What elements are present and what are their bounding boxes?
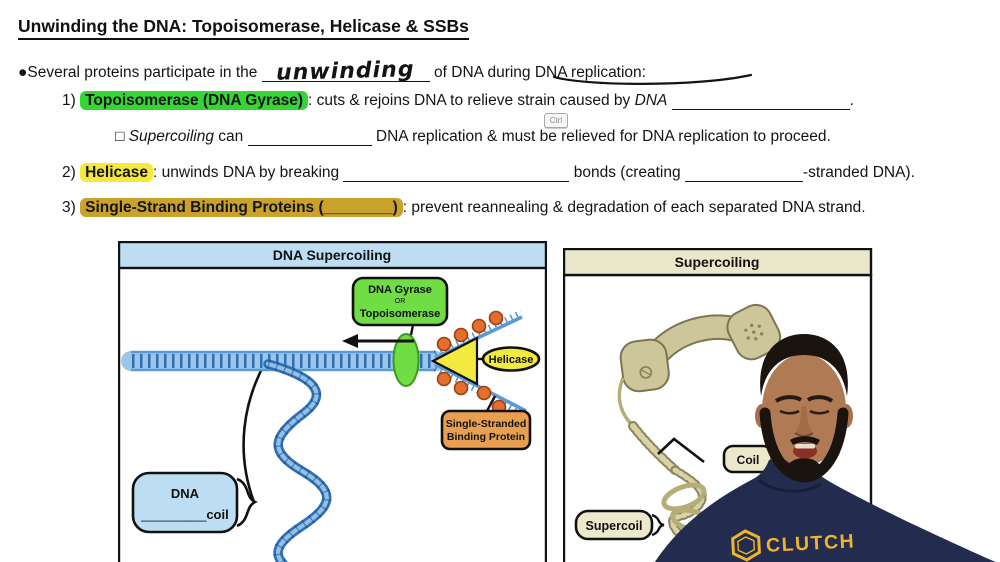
ssb-label-line2: Binding Protein	[447, 431, 525, 443]
supercoil-brace	[651, 513, 665, 537]
left-panel-header	[118, 241, 547, 270]
mouthpiece-screw	[639, 366, 653, 379]
item2-text-b: bonds (creating	[569, 164, 685, 181]
gyrase-label-line1: DNA Gyrase	[368, 284, 432, 296]
right-panel-title: Supercoiling	[675, 254, 760, 270]
item1-line: 1) Topoisomerase (DNA Gyrase): cuts & re…	[62, 91, 854, 110]
intro-line: ●Several proteins participate in the unw…	[18, 55, 646, 86]
shirt-collar	[757, 478, 822, 493]
gyrase-label-line2: OR	[395, 298, 406, 305]
handwritten-answer: unwinding	[276, 57, 416, 86]
item3-line: 3) Single-Strand Binding Proteins (_____…	[62, 198, 866, 217]
coil-label-text: Coil	[737, 453, 760, 467]
item2-text-a: : unwinds DNA by breaking	[153, 164, 344, 181]
dna-coil-label-line2: _________coil	[140, 507, 228, 522]
item2-blank1	[343, 165, 570, 182]
item1-period: .	[849, 92, 854, 109]
left-panel-title: DNA Supercoiling	[273, 247, 392, 263]
intro-text-post: of DNA during DNA replication:	[434, 64, 646, 81]
item1-text: : cuts & rejoins DNA to relieve strain c…	[308, 92, 635, 109]
item1-blank	[671, 93, 850, 110]
gyrase-connector	[409, 324, 415, 336]
supercoil-label-box: Supercoil	[574, 509, 665, 541]
dna-coil-label-line1: DNA	[171, 486, 200, 501]
shirt-brand-text: CLUTCH	[766, 530, 856, 557]
helicase-label-text: Helicase	[489, 354, 534, 366]
coil-pointer	[657, 437, 705, 464]
instructor: CLUTCH	[655, 334, 996, 562]
supercoiled-dna	[263, 359, 332, 562]
supercoil-label-text: Supercoil	[586, 519, 643, 533]
helicase-label: Helicase	[477, 346, 541, 372]
ssb-label-box: Single-Stranded Binding Protein	[440, 395, 532, 451]
dna-coil-label-box: DNA _________coil	[131, 471, 258, 534]
left-eye	[779, 409, 800, 415]
hexagon-logo-icon	[731, 529, 761, 562]
item2-line: 2) Helicase: unwinds DNA by breaking bon…	[62, 163, 915, 182]
dna-supercoiling-diagram: DNA Supercoiling	[118, 241, 547, 562]
ctrl-keypress-badge: Ctrl	[544, 113, 568, 128]
sub1-text: DNA replication & must be relieved for D…	[371, 128, 831, 145]
right-eye	[809, 409, 830, 415]
right-eyebrow	[806, 395, 834, 403]
supercoil-pointer-line	[242, 362, 267, 503]
dna-coil-suffix: coil	[206, 507, 228, 522]
ssb-proteins	[436, 310, 507, 415]
item3-text: : prevent reannealing & degradation of e…	[402, 199, 866, 216]
left-eyebrow	[774, 395, 803, 403]
item2-text-c: -stranded DNA).	[802, 164, 915, 181]
item3-term-highlight: Single-Strand Binding Proteins (________…	[80, 198, 403, 217]
sub1-text-mid: can	[214, 128, 248, 145]
gyrase-label-box: DNA Gyrase OR Topoisomerase	[351, 276, 449, 327]
coil-label-box: Coil	[722, 444, 774, 474]
telephone-handset	[619, 303, 782, 393]
sub1-line: □ Supercoiling can DNA replication & mus…	[115, 128, 831, 146]
sub1-blank	[247, 129, 372, 146]
item1-italic: DNA	[634, 92, 668, 109]
square-bullet: □	[115, 128, 125, 145]
right-panel-header	[563, 248, 873, 277]
page-title: Unwinding the DNA: Topoisomerase, Helica…	[18, 16, 469, 40]
helicase-triangle	[430, 336, 479, 386]
gyrase-label-line3: Topoisomerase	[360, 308, 441, 320]
dna-coil-blank: _________	[140, 507, 207, 522]
dna-coil-brace	[236, 477, 258, 528]
instructor-hair	[760, 334, 848, 396]
intro-blank: unwinding	[261, 55, 430, 86]
chin-beard	[787, 458, 821, 480]
clutch-logo: CLUTCH	[731, 529, 856, 562]
mustache	[790, 436, 820, 445]
item1-number: 1)	[62, 92, 76, 109]
item2-term-highlight: Helicase	[80, 163, 154, 182]
item2-blank2	[684, 165, 803, 182]
ssb-label-line1: Single-Stranded	[446, 418, 527, 430]
topoisomerase-oval	[392, 333, 420, 387]
item2-number: 2)	[62, 164, 76, 181]
intro-text: ●Several proteins participate in the	[18, 64, 258, 81]
item3-number: 3)	[62, 199, 76, 216]
item1-term-highlight: Topoisomerase (DNA Gyrase)	[80, 91, 309, 110]
earpiece-holes	[744, 323, 764, 341]
instructor-nose	[795, 406, 813, 437]
teeth	[795, 444, 815, 449]
supercoiling-analogy-diagram: Supercoiling C	[563, 248, 996, 562]
direction-arrow	[342, 334, 414, 348]
hand-underline-swoosh	[552, 73, 753, 85]
sub1-italic: Supercoiling	[128, 128, 214, 145]
